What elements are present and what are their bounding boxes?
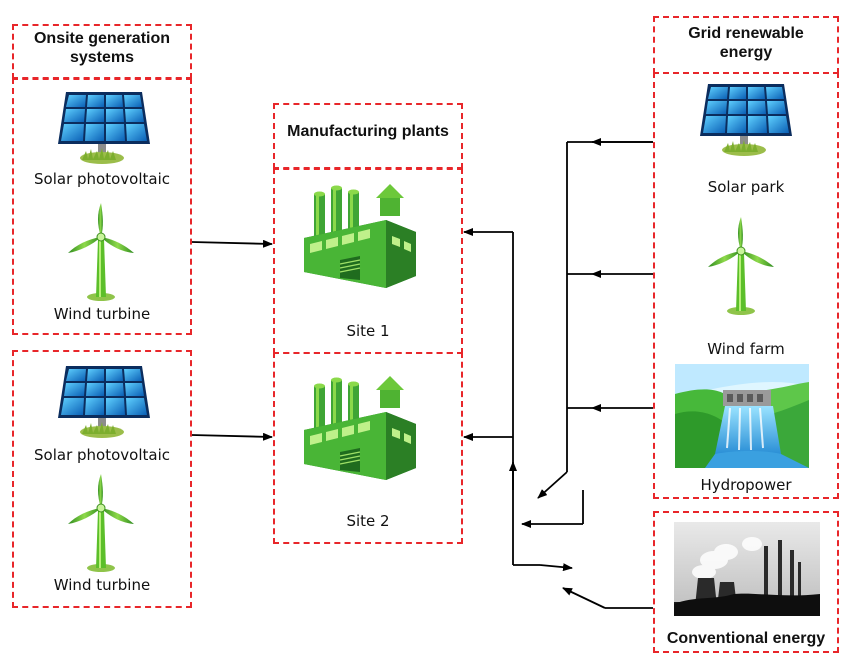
grid-wind-label: Wind farm <box>707 340 785 358</box>
site-2-label: Site 2 <box>346 512 390 530</box>
onsite1-solar-label: Solar photovoltaic <box>34 170 170 188</box>
onsite2-wind-label: Wind turbine <box>53 576 151 594</box>
site-1-label: Site 1 <box>346 322 390 340</box>
onsite2-to-site2-arrow <box>191 432 273 441</box>
conventional-title: Conventional energy <box>666 630 826 647</box>
hub-out-arrow <box>539 563 573 572</box>
onsite-group-2 <box>12 350 192 608</box>
grid-title: Grid renewable energy <box>688 25 804 61</box>
onsite-title: Onsite generation systems <box>33 30 171 66</box>
conventional-box <box>653 511 839 653</box>
grid-solar-label: Solar park <box>707 178 785 196</box>
onsite2-solar-label: Solar photovoltaic <box>34 446 170 464</box>
grid-sources-box <box>653 72 839 499</box>
onsite-group-1 <box>12 78 192 335</box>
conventional-arrow <box>562 587 606 609</box>
onsite1-wind-label: Wind turbine <box>53 305 151 323</box>
grid-hydro-label: Hydropower <box>700 476 792 494</box>
site-2-box <box>273 352 463 544</box>
plants-title: Manufacturing plants <box>287 123 449 140</box>
grid-to-hub-arrow <box>537 471 568 499</box>
onsite1-to-site1-arrow <box>191 239 273 248</box>
